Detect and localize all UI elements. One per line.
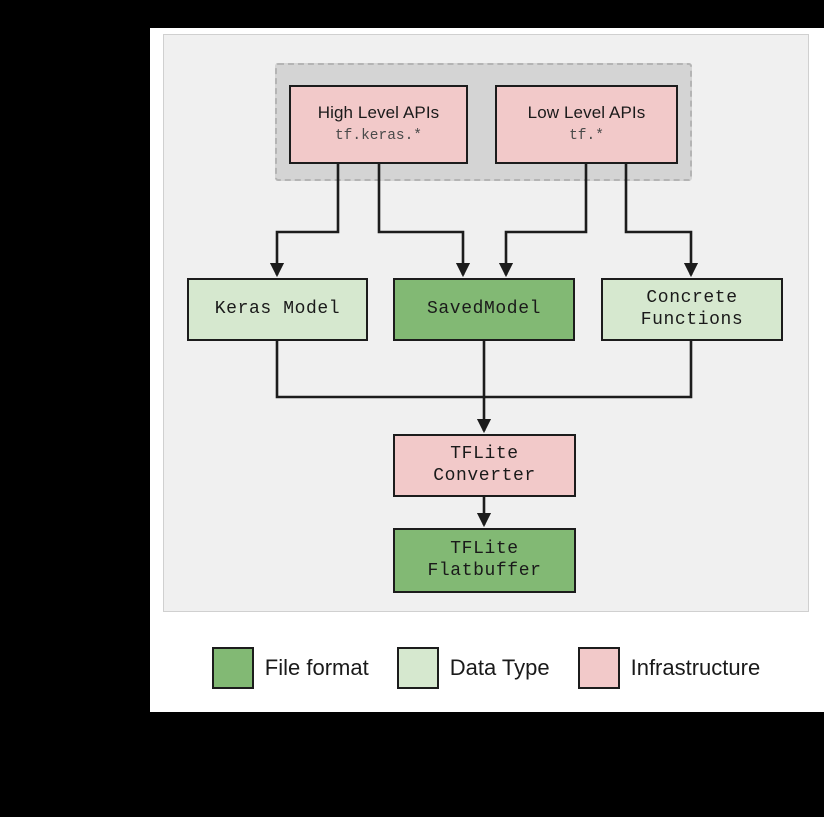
node-tflite-converter-label: TFLite Converter: [433, 444, 536, 486]
figure-card: High Level APIs tf.keras.* Low Level API…: [150, 28, 824, 712]
node-high-level-apis-subtitle: tf.keras.*: [334, 128, 422, 145]
legend-swatch-data-type: [396, 647, 439, 689]
node-low-level-apis-title: Low Level APIs: [527, 103, 646, 123]
node-low-level-apis[interactable]: Low Level APIs tf.*: [495, 85, 678, 164]
node-tflite-flatbuffer[interactable]: TFLite Flatbuffer: [393, 528, 576, 593]
node-tflite-converter[interactable]: TFLite Converter: [393, 434, 576, 497]
edge-keras-model-to-bus: [275, 341, 484, 399]
node-keras-model[interactable]: Keras Model: [187, 278, 368, 341]
edge-concrete-functions-to-bus: [484, 341, 693, 399]
legend-swatch-file-format: [211, 647, 254, 689]
legend-label-infrastructure: Infrastructure: [630, 655, 761, 680]
node-high-level-apis-title: High Level APIs: [317, 103, 440, 123]
legend-item-file-format: File format: [211, 647, 369, 689]
node-high-level-apis[interactable]: High Level APIs tf.keras.*: [289, 85, 468, 164]
legend-item-infrastructure: Infrastructure: [577, 647, 761, 689]
legend-item-data-type: Data Type: [396, 647, 550, 689]
node-concrete-functions[interactable]: Concrete Functions: [601, 278, 783, 341]
node-tflite-flatbuffer-label: TFLite Flatbuffer: [427, 539, 542, 581]
diagram-panel: High Level APIs tf.keras.* Low Level API…: [163, 34, 809, 612]
legend-label-file-format: File format: [264, 655, 369, 680]
node-savedmodel-label: SavedModel: [426, 298, 542, 319]
legend-label-data-type: Data Type: [449, 655, 550, 680]
node-low-level-apis-subtitle: tf.*: [569, 128, 604, 145]
node-keras-model-label: Keras Model: [214, 298, 341, 319]
legend-swatch-infrastructure: [577, 647, 620, 689]
node-concrete-functions-label: Concrete Functions: [640, 288, 744, 330]
node-savedmodel[interactable]: SavedModel: [393, 278, 575, 341]
legend: File format Data Type Infrastructure: [163, 628, 809, 708]
